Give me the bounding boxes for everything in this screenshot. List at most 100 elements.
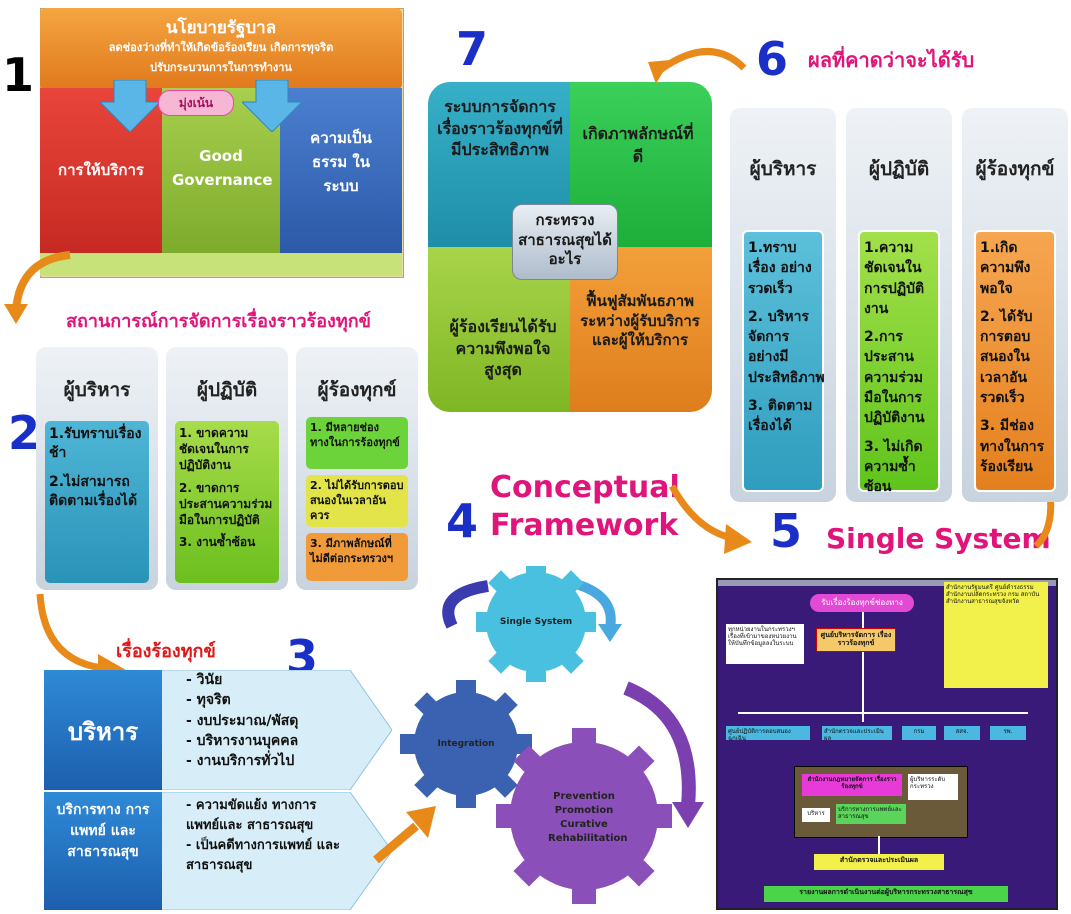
step-number-1: 1 [2,48,35,102]
list-item: 1.ความชัดเจนในการปฏิบัติงาน [864,240,925,317]
result-card-complainant: ผู้ร้องทุกข์ 1.เกิดความพึงพอใจ 2. ได้รับ… [962,108,1068,502]
policy-base [40,253,402,276]
list-item: 2.การประสานความร่วมมือในการปฏิบัติงาน [864,329,925,427]
list-item: - เป็นคดีทางการแพทย์ และสาธารณสุข [186,838,341,874]
card-content: 1.เกิดความพึงพอใจ 2. ได้รับการตอบสนองในเ… [974,230,1056,492]
admin-label: บริหาร [67,718,139,746]
list-item: - วินัย [186,672,223,688]
result-card-executive: ผู้บริหาร 1.ทราบเรื่อง อย่างรวดเร็ว 2. บ… [730,108,836,502]
card-heading: ผู้ร้องทุกข์ [317,379,397,401]
ss-center-box: ศูนย์บริหารจัดการ เรื่องราวร้องทุกข์ [816,628,896,652]
service-label: การให้บริการ [58,161,144,179]
ss-row-box-3: กรม [902,726,936,740]
gear-integration-label: Integration [437,739,495,749]
card-heading: ผู้บริหาร [749,158,817,180]
ss-mid-small-1: บริหาร [802,808,830,822]
ss-mid-side: ผู้บริหารระดับกระทรวง [908,774,958,800]
single-system-chart: รับเรื่องร้องทุกข์ช่องทาง สำนักงานรัฐมนต… [716,578,1058,910]
step-number-4: 4 [446,494,479,548]
framework-title-2: Framework [490,508,679,543]
expected-results-title: ผลที่คาดว่าจะได้รับ [808,48,975,72]
card-item-1: 1. มีหลายช่องทางในการร้องทุกข์ [306,417,408,469]
quadrant-br-text: ฟื้นฟูสัมพันธภาพระหว่างผู้รับบริการและผู… [580,292,700,349]
gear-prevention-label: Prevention Promotion Curative Rehabilita… [548,791,628,844]
list-item: - ทุจริต [186,692,231,709]
list-item: 3. ติดตามเรื่องได้ [748,398,813,435]
good-governance-label: Good Governance [172,147,273,189]
list-item: 3. ไม่เกิดความซ้ำซ้อน [864,438,923,496]
connector-line [738,712,1028,714]
list-item: 1.ทราบเรื่อง อย่างรวดเร็ว [748,240,812,297]
curved-arrow-icon [668,484,752,554]
policy-subtitle-1: ลดช่องว่างที่ทำให้เกิดข้อร้องเรียน เกิดก… [108,41,334,54]
medical-chevron [160,792,392,910]
card-heading: ผู้บริหาร [63,379,131,401]
ss-right-list: สำนักงานรัฐมนตรี ศูนย์ดำรงธรรม สำนักงานป… [944,582,1048,688]
card-item-2: 2. ไม่ได้รับการตอบสนองในเวลาอันควร [306,475,408,527]
fairness-column: ความเป็น ธรรม ในระบบ [280,88,402,253]
gears-diagram [400,566,704,904]
card-content: 1. ขาดความชัดเจนในการปฏิบัติงาน 2. ขาดกา… [175,421,279,583]
ss-row-box-5: รพ. [990,726,1026,740]
list-item: 1.เกิดความพึงพอใจ [980,240,1031,297]
list-item: 1.รับทราบเรื่องช้า [49,426,142,461]
fairness-label: ความเป็น ธรรม ในระบบ [310,129,372,195]
curved-arrow-icon [4,251,71,324]
admin-chevron [160,670,392,790]
connector-line [862,612,864,628]
card-item-3: 3. มีภาพลักษณ์ที่ไม่ดีต่อกระทรวงฯ [306,533,408,581]
list-item: 2. ได้รับการตอบสนองในเวลาอันรวดเร็ว [980,308,1033,407]
policy-title: นโยบายรัฐบาล [165,18,277,38]
admin-items: - วินัย - ทุจริต - งบประมาณ/พัสดุ - บริห… [186,670,298,771]
ss-row-box-4: สสจ. [944,726,980,740]
card-content: 1.รับทราบเรื่องช้า 2.ไม่สามารถติดตามเรื่… [45,421,149,583]
medical-label-box [44,792,162,910]
curved-arrow-icon [648,48,747,84]
list-item: 2.ไม่สามารถติดตามเรื่องได้ [49,473,138,509]
list-item: 3. งานซ้ำซ้อน [179,535,256,550]
ss-mid-small-2: บริการทางการแพทย์และสาธารณสุข [836,804,906,824]
arrow-icon [373,806,436,864]
connector-line [862,652,864,722]
list-item: - ความขัดแย้ง ทางการแพทย์และ สาธารณสุข [186,798,317,834]
admin-label-box [44,670,162,790]
ss-footer-box: รายงานผลการดำเนินงานต่อผู้บริหารกระทรวงส… [764,886,1008,902]
list-item: - งานบริการทั่วไป [186,753,295,770]
card-content: 1.ทราบเรื่อง อย่างรวดเร็ว 2. บริหารจัดกา… [742,230,825,492]
framework-title-1: Conceptual [490,470,680,505]
card-heading: ผู้ปฏิบัติ [196,379,258,401]
ss-top-strip [718,580,1056,586]
list-item: - บริหารงานบุคคล [186,732,299,749]
quadrant-tr-text: เกิดภาพลักษณ์ที่ดี [582,124,694,167]
medical-label: บริการทาง การแพทย์ และ สาธารณสุข [56,802,150,860]
list-item: 1. ขาดความชัดเจนในการปฏิบัติงาน [179,426,249,473]
ss-left-note: ทุกหน่วยงานในกระทรวงฯ เรื่องที่เข้ามาของ… [726,624,804,664]
situation-card-operator: ผู้ปฏิบัติ 1. ขาดความชัดเจนในการปฏิบัติง… [166,347,288,590]
center-question: กระทรวงสาธารณสุขได้อะไร [512,204,618,280]
situation-card-complainant: ผู้ร้องทุกข์ 1. มีหลายช่องทางในการร้องทุ… [296,347,418,590]
ss-row-box-2: สำนักตรวจและประเมินผล [822,726,892,742]
list-item: 3. มีช่องทางในการร้องเรียน [980,418,1045,475]
situation-card-executive: ผู้บริหาร 1.รับทราบเรื่องช้า 2.ไม่สามารถ… [36,347,158,590]
result-card-operator: ผู้ปฏิบัติ 1.ความชัดเจนในการปฏิบัติงาน 2… [846,108,952,502]
gear-single-system-icon [476,566,596,682]
focus-badge: มุ่งเน้น [158,90,234,116]
medical-items: - ความขัดแย้ง ทางการแพทย์และ สาธารณสุข -… [186,796,346,877]
policy-subtitle-2: ปรับกระบวนการในการทำงาน [150,61,292,74]
step-number-2: 2 [8,406,41,460]
gear-single-label: Single System [499,617,573,627]
card-heading: ผู้ปฏิบัติ [868,158,930,180]
step-number-5: 5 [770,504,803,558]
situation-title: สถานการณ์การจัดการเรื่องราวร้องทุกข์ [66,311,371,332]
down-arrow-icon [100,80,160,132]
list-item: 2. บริหารจัดการอย่างมีประสิทธิภาพ [748,308,825,386]
list-item: - งบประมาณ/พัสดุ [186,712,299,729]
complaint-title: เรื่องร้องทุกข์ [116,641,216,662]
down-arrow-icon [242,80,302,132]
connector-line [878,836,880,854]
ss-row-box-1: ศูนย์ปฏิบัติการตอบสนองฉุกเฉิน [726,726,810,742]
policy-header: นโยบายรัฐบาล ลดช่องว่างที่ทำให้เกิดข้อร้… [40,8,402,90]
ss-bottom-box: สำนักตรวจและประเมินผล [814,854,944,870]
ss-top-pill: รับเรื่องร้องทุกข์ช่องทาง [810,594,914,612]
step-number-7: 7 [456,22,489,76]
